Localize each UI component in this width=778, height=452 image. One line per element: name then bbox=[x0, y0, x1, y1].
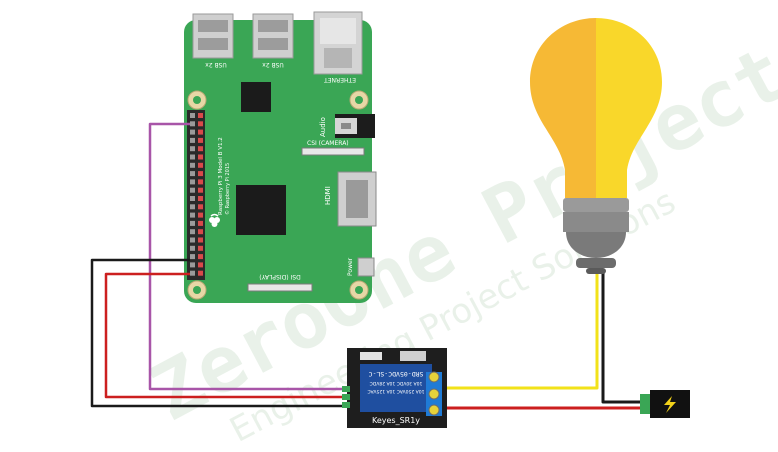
relay-model-top: SRD-05VDC-SL-C bbox=[369, 370, 424, 378]
wire-purple-signal bbox=[148, 122, 350, 391]
gpio-pin bbox=[190, 229, 195, 235]
gpio-pin bbox=[198, 113, 203, 118]
bulb-glass-right bbox=[596, 18, 662, 198]
gpio-pin bbox=[198, 146, 203, 152]
gpio-pin bbox=[190, 204, 195, 210]
gpio-pin bbox=[198, 196, 203, 201]
wires bbox=[90, 122, 640, 410]
gpio-pin bbox=[198, 129, 203, 135]
csi-label: CSI (CAMERA) bbox=[307, 140, 349, 147]
gpio-pin bbox=[198, 262, 203, 268]
gpio-pin bbox=[190, 196, 195, 201]
soc-chip bbox=[236, 185, 286, 235]
gpio-header bbox=[187, 110, 205, 280]
gpio-pin bbox=[198, 137, 203, 143]
hdmi-label: HDMI bbox=[324, 186, 332, 205]
dc-jack bbox=[640, 390, 690, 418]
relay-terminals bbox=[426, 371, 442, 416]
usb-label-2: USB 2x bbox=[262, 61, 284, 68]
gpio-pin bbox=[198, 245, 203, 251]
gpio-pin bbox=[190, 162, 195, 168]
relay-module: SRD-05VDC-SL-C 10A 30VDC 10A 28VDC 10A 2… bbox=[342, 348, 447, 428]
gpio-pin bbox=[190, 237, 195, 243]
dsi-label: DSI (DISPLAY) bbox=[259, 273, 300, 280]
power-port bbox=[357, 257, 375, 277]
gpio-pin bbox=[190, 187, 195, 193]
dsi-connector bbox=[247, 283, 313, 292]
gpio-pin bbox=[198, 121, 203, 127]
gpio-pin bbox=[190, 146, 195, 152]
relay-rating-1: 10A 30VDC 10A 28VDC bbox=[370, 380, 423, 386]
gpio-pin bbox=[198, 187, 203, 193]
gpio-pin bbox=[198, 162, 203, 168]
gpio-pin bbox=[190, 245, 195, 251]
relay-rating-2: 10A 250VAC 10A 125VAC bbox=[368, 388, 425, 394]
power-label: Power bbox=[347, 257, 354, 276]
usb-port-2: USB 2x bbox=[252, 13, 294, 68]
raspberry-logo-icon bbox=[209, 213, 220, 227]
audio-jack: Audio bbox=[319, 114, 375, 138]
gpio-pin bbox=[190, 212, 195, 218]
lightning-icon bbox=[664, 396, 676, 413]
gpio-pin bbox=[190, 270, 195, 276]
relay-body bbox=[360, 364, 432, 412]
gpio-pin bbox=[190, 179, 195, 185]
gpio-pin bbox=[190, 137, 195, 143]
gpio-pin bbox=[198, 154, 203, 160]
light-bulb bbox=[530, 18, 662, 274]
gpio-pin bbox=[190, 113, 195, 118]
bulb-glass-left bbox=[530, 18, 596, 198]
copyright-label: © Raspberry Pi 2015 bbox=[224, 163, 231, 215]
relay-module-label: Keyes_SR1y bbox=[372, 416, 420, 425]
gpio-pin bbox=[190, 254, 195, 260]
wire-black-lamp bbox=[601, 270, 640, 404]
hdmi-port: HDMI bbox=[324, 171, 377, 227]
relay-led bbox=[360, 352, 382, 360]
usb-port-1: USB 2x bbox=[192, 13, 234, 68]
gpio-pin bbox=[190, 220, 195, 226]
gpio-pin bbox=[198, 237, 203, 243]
gpio-pin bbox=[190, 129, 195, 135]
bulb-cap bbox=[563, 198, 629, 212]
csi-connector bbox=[301, 147, 365, 156]
ethernet-port: ETHERNET bbox=[313, 11, 363, 83]
raspberry-pi-board: USB 2x USB 2x ETHERNET Audio bbox=[184, 11, 377, 303]
chip-small bbox=[241, 82, 271, 112]
gpio-pin bbox=[198, 204, 203, 210]
usb-label-1: USB 2x bbox=[205, 61, 227, 68]
gpio-pin bbox=[198, 179, 203, 185]
gpio-pin bbox=[198, 220, 203, 226]
ethernet-label: ETHERNET bbox=[324, 76, 356, 83]
gpio-pin bbox=[190, 171, 195, 177]
gpio-pin bbox=[190, 121, 195, 127]
relay-input-pins bbox=[342, 386, 350, 408]
wire-red-vcc bbox=[104, 272, 350, 399]
gpio-pin bbox=[198, 171, 203, 177]
gpio-pin bbox=[198, 229, 203, 235]
gpio-pin bbox=[190, 262, 195, 268]
pcb bbox=[184, 20, 372, 303]
wire-black-ground bbox=[90, 258, 350, 408]
gpio-pin bbox=[190, 154, 195, 160]
relay-diode bbox=[400, 351, 426, 361]
gpio-pin bbox=[198, 254, 203, 260]
gpio-pin bbox=[198, 212, 203, 218]
audio-label: Audio bbox=[319, 117, 327, 137]
wire-yellow-lamp bbox=[436, 270, 599, 390]
bulb-base bbox=[566, 232, 626, 258]
gpio-pin bbox=[198, 270, 203, 276]
model-label: Raspberry Pi 3 Model B V1.2 bbox=[218, 137, 224, 215]
